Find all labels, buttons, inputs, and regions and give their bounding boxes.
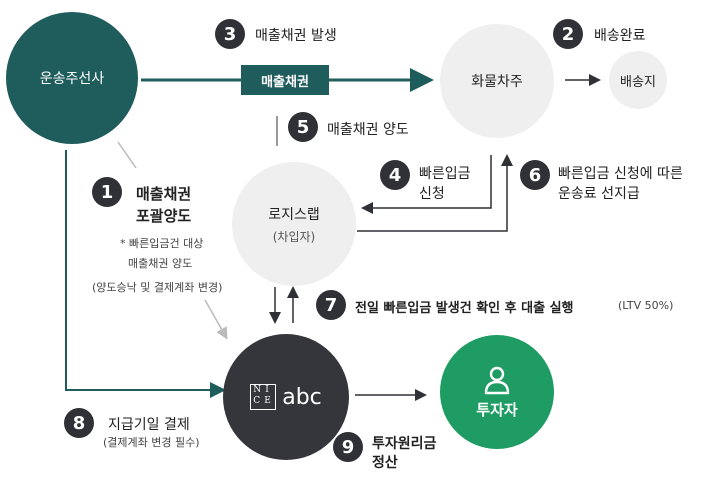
step7-note: (LTV 50%): [618, 299, 674, 312]
nice-logo-c: C: [253, 396, 261, 406]
invoice-box: 매출채권: [241, 65, 329, 95]
step1-line1: 매출채권: [136, 185, 192, 203]
step1-line-bottom: [204, 299, 228, 340]
step8-note: (결제계좌 변경 필수): [103, 436, 200, 449]
nice-logo-text: abc: [282, 384, 322, 410]
step8-label: 지급기일 결제: [108, 417, 190, 433]
nice-logo-n: N: [253, 385, 262, 395]
step5-badge: 5: [288, 112, 318, 142]
step4-line2: 신청: [419, 186, 445, 202]
arrow-step6: [357, 154, 513, 232]
node-logis-name: 로지스랩: [268, 206, 320, 223]
step2-label: 배송완료: [594, 28, 646, 44]
step1-badge: 1: [92, 177, 122, 207]
node-investor-label: 투자자: [476, 400, 518, 419]
step6-badge: 6: [520, 160, 550, 190]
step2-badge: 2: [553, 19, 583, 49]
node-logis-sub: (차입자): [272, 229, 316, 244]
node-delivery: 배송지: [609, 51, 667, 109]
nice-logo-i: I: [265, 385, 269, 395]
arrow-step8: [65, 150, 226, 398]
step5-label: 매출채권 양도: [327, 122, 409, 138]
node-delivery-label: 배송지: [620, 74, 656, 90]
nice-logo-icon: N I C E: [250, 384, 277, 410]
nice-logo-e: E: [264, 396, 271, 406]
node-shipper: 운송주선사: [6, 12, 138, 144]
person-icon: [484, 366, 510, 394]
node-shipper-label: 운송주선사: [39, 71, 105, 87]
step3-badge: 3: [215, 19, 245, 49]
node-cargo-owner-label: 화물차주: [471, 74, 523, 90]
step3-label: 매출채권 발생: [255, 28, 337, 44]
node-logis: 로지스랩 (차입자): [232, 162, 356, 286]
step1-line2: 포괄양도: [136, 207, 192, 225]
step4-badge: 4: [380, 160, 410, 190]
invoice-box-label: 매출채권: [261, 74, 309, 90]
step9-badge: 9: [333, 432, 363, 462]
step1-note2: 매출채권 양도: [128, 257, 193, 270]
step7-badge: 7: [316, 290, 346, 320]
step6-line2: 운송료 선지급: [558, 186, 640, 202]
step4-line1: 빠른입금: [419, 166, 471, 182]
step9-line2: 정산: [372, 455, 398, 471]
step7-label: 전일 빠른입금 발생건 확인 후 대출 실행: [355, 301, 574, 316]
step9-line1: 투자원리금: [372, 436, 437, 452]
node-cargo-owner: 화물차주: [440, 24, 554, 138]
node-nice: N I C E abc: [223, 334, 349, 460]
step1-line-top: [117, 141, 137, 169]
step6-line1: 빠른입금 신청에 따른: [558, 166, 683, 182]
node-investor: 투자자: [440, 335, 554, 449]
step1-note1: * 빠른입금건 대상: [120, 237, 204, 250]
step8-badge: 8: [64, 408, 94, 438]
arrow-step4: [361, 155, 492, 214]
step1-note3: (양도승낙 및 결제계좌 변경): [92, 281, 223, 294]
